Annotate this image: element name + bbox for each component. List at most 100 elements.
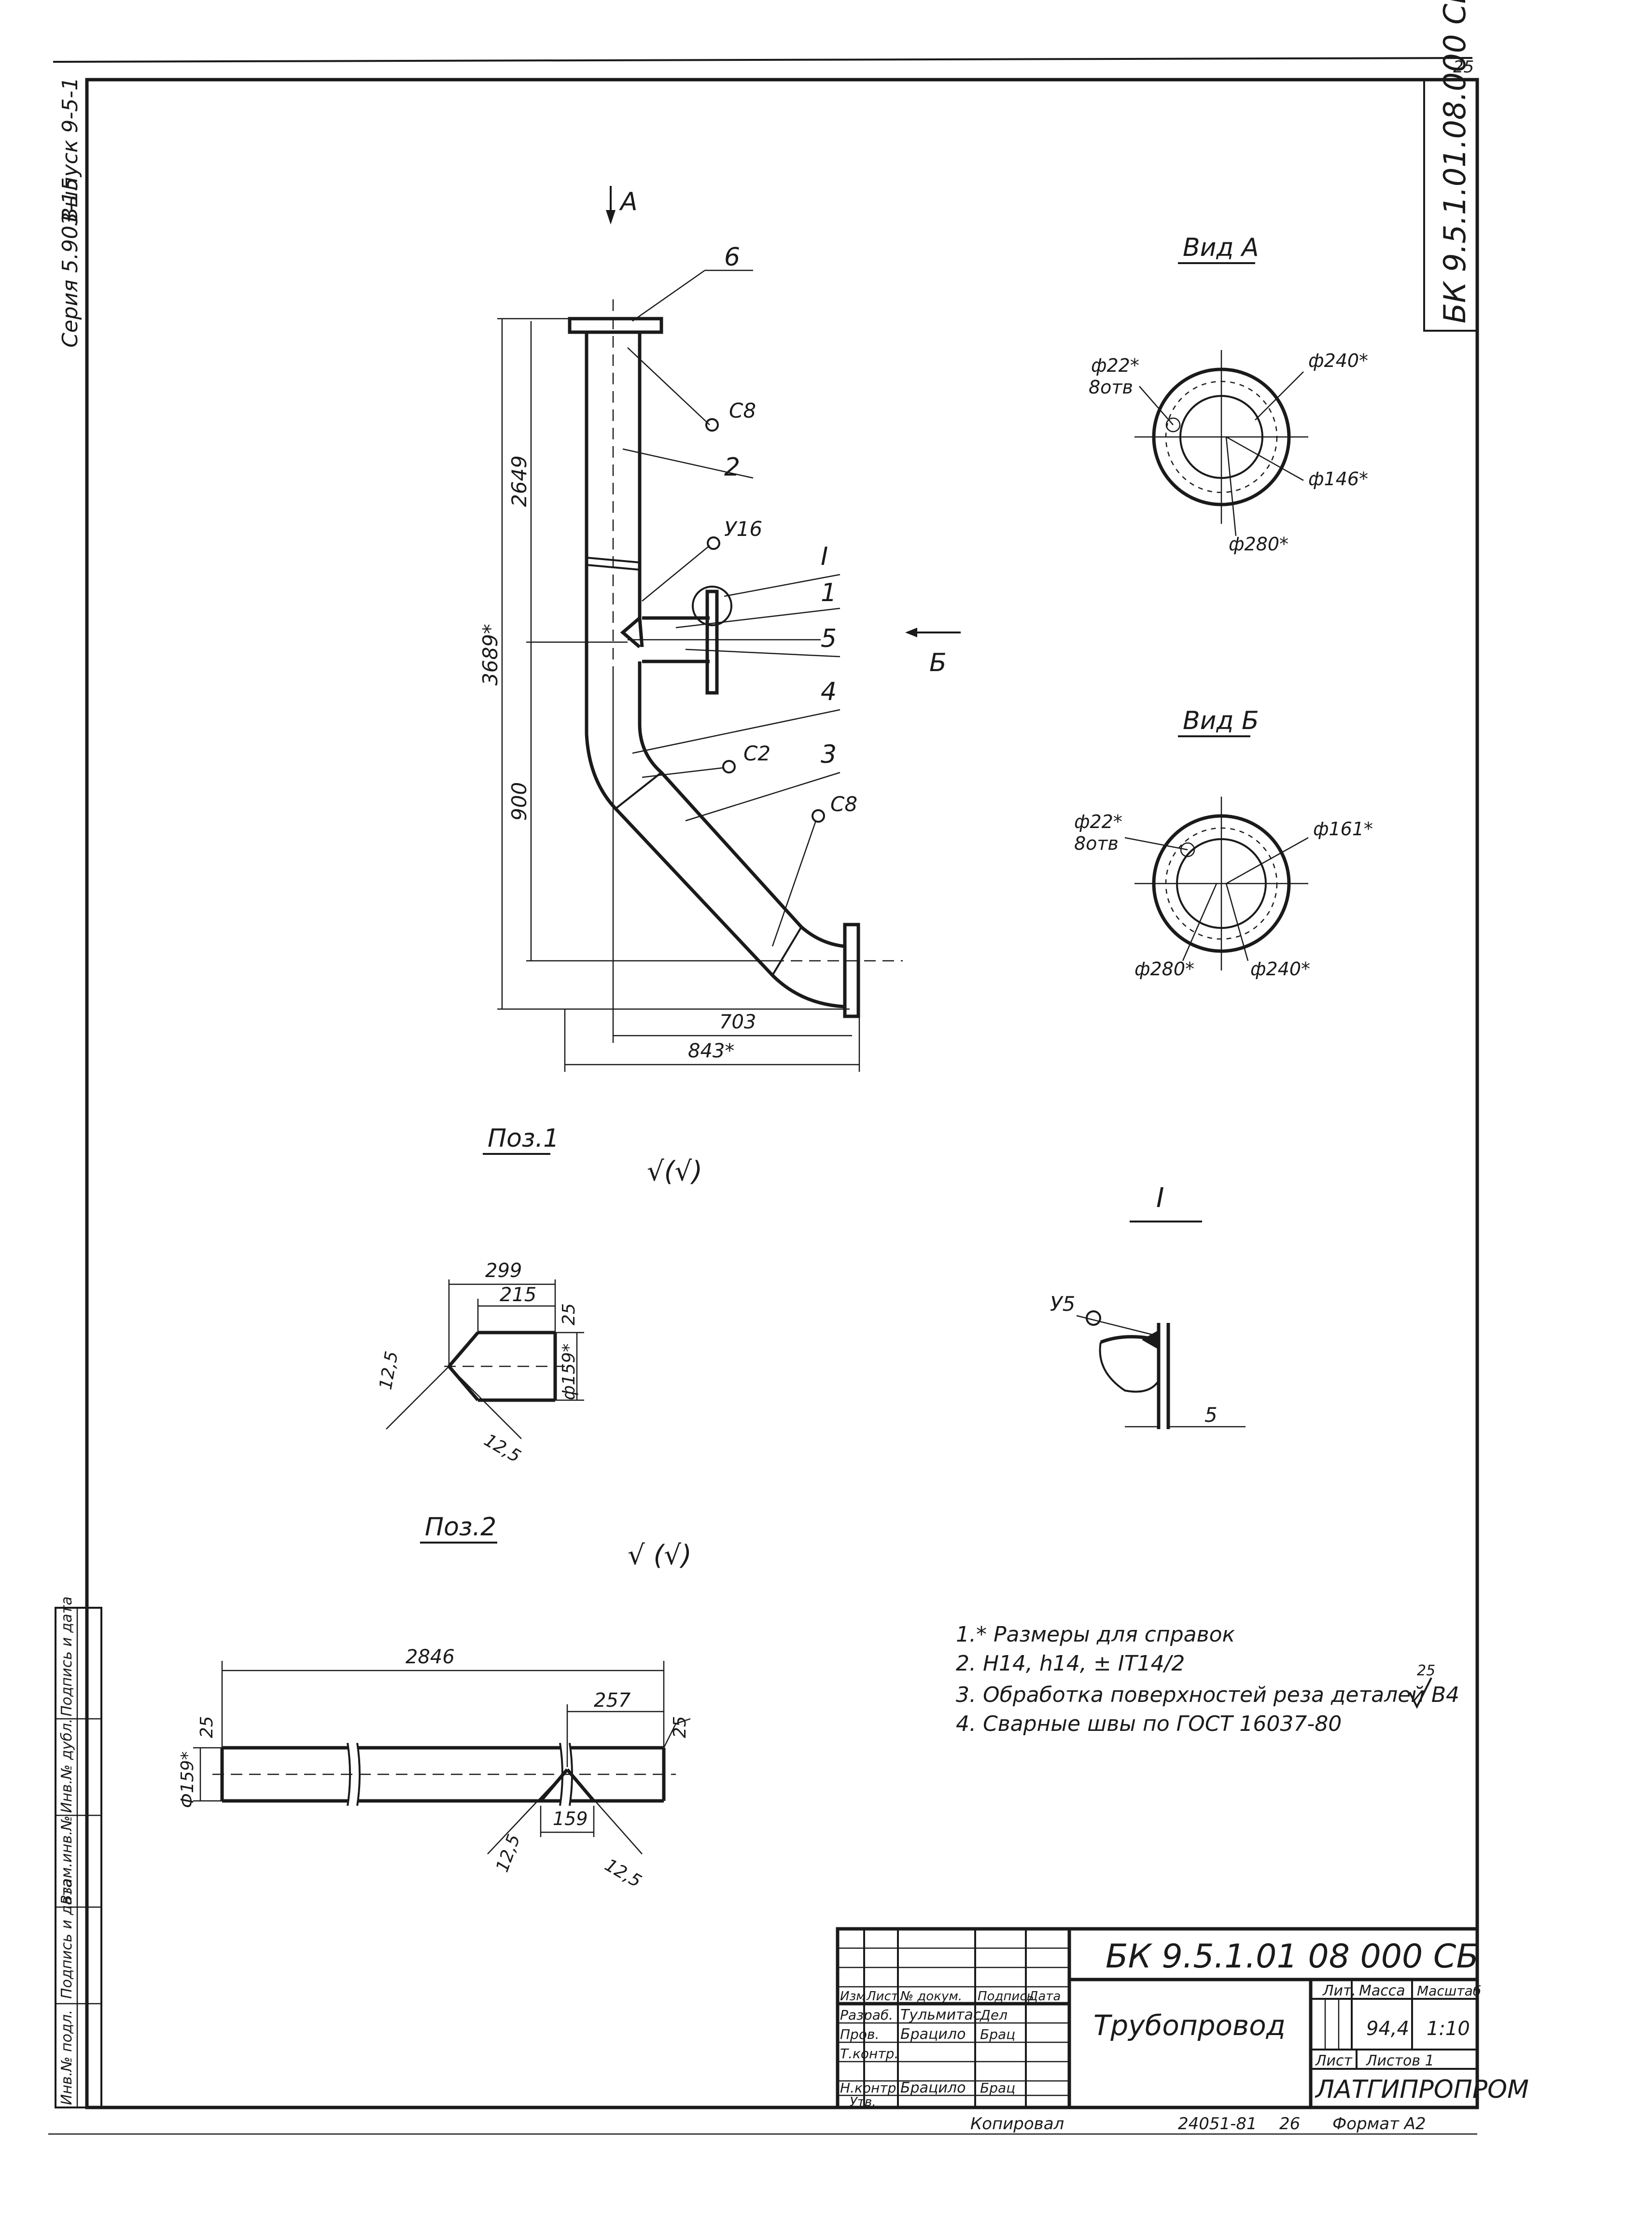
bottom-flange	[843, 923, 860, 1018]
tb-col-izm: Изм	[840, 1989, 866, 2004]
view-b-d240: ф240*	[1250, 958, 1310, 980]
roughness-check-icon	[1409, 1677, 1432, 1709]
pos-1: 1	[821, 578, 837, 607]
pos1-dim-215: 215	[500, 1284, 536, 1306]
tb-mass-label: Масса	[1359, 1982, 1405, 1999]
view-a-title: Вид А	[1183, 233, 1259, 262]
pos2-angle-right: 12,5	[602, 1855, 645, 1892]
detail-i-weld: У5	[1050, 1292, 1075, 1316]
view-b-hole: ф22*	[1074, 811, 1122, 832]
note-2: 2. Н14, h14, ± IT14/2	[956, 1651, 1185, 1676]
dim-843: 843*	[688, 1040, 734, 1062]
side-stamp: Инв.№ подл. Подпись и дата Взам.инв.№ Ин…	[55, 1597, 102, 2108]
tb-person-nkontr: Брацило	[900, 2079, 966, 2096]
vertical-designation: БК 9.5.1.01.08.000 СБ	[1437, 0, 1472, 323]
pos2-dim-159: 159	[553, 1808, 588, 1829]
tb-organization: ЛАТГИПРОПРОМ	[1315, 2075, 1529, 2104]
stamp-inv-dubl: Инв.№ дубл.	[58, 1718, 75, 1813]
stamp-podpis-2: Подпись и дата	[58, 1597, 75, 1717]
pos-3: 3	[821, 740, 837, 769]
drawing-frame	[85, 78, 1479, 2109]
title-block: Изм Лист № докум. Подпись Дата Разраб. П…	[836, 1927, 1529, 2109]
footer-doc: 24051-81	[1178, 2114, 1257, 2134]
pos1-r25: 25	[559, 1303, 579, 1325]
issue-label: Выпуск 9-5-1	[58, 77, 83, 222]
weld-c8-bottom: С8	[830, 792, 857, 816]
tb-lit-label: Лит.	[1322, 1982, 1356, 1999]
pos2-roughness: √ (√)	[628, 1540, 692, 1571]
view-b-d161: ф161*	[1313, 818, 1373, 840]
view-b-arrow-label: Б	[929, 648, 947, 677]
tb-role-tkontr: Т.контр.	[840, 2046, 898, 2062]
pos1-angle-left: 12,5	[376, 1350, 402, 1391]
pos2-dim-2846: 2846	[406, 1646, 455, 1668]
pos-2: 2	[724, 453, 740, 482]
view-a-d240: ф240*	[1308, 350, 1368, 371]
dim-703: 703	[719, 1011, 756, 1033]
tb-role-razrab: Разраб.	[840, 2007, 893, 2023]
tb-scale-label: Масштаб	[1417, 1983, 1481, 1999]
tb-name: Трубопровод	[1093, 2009, 1286, 2042]
note-1: 1.* Размеры для справок	[956, 1622, 1235, 1647]
detail-i-title: I	[1156, 1182, 1164, 1214]
footer-num: 26	[1279, 2114, 1300, 2134]
view-a-hole-count: 8отв	[1089, 377, 1133, 398]
tb-person-razrab: Тульмитас	[900, 2007, 981, 2023]
weld-y16: У16	[724, 517, 762, 541]
pos2-r25-left: 25	[197, 1716, 217, 1738]
designation-stamp-box	[1423, 79, 1478, 332]
tb-sheets-label: Листов 1	[1366, 2052, 1434, 2069]
series-label: Серия 5.903-15	[58, 177, 83, 348]
weld-c8-top: С8	[729, 399, 756, 422]
pos1-dim-299: 299	[485, 1260, 522, 1282]
pos-5: 5	[821, 624, 837, 653]
pos-i: I	[821, 542, 828, 571]
tb-col-sign: Подпись	[978, 1989, 1034, 2004]
stamp-podpis-1: Подпись и дата	[58, 1879, 75, 1999]
pos2-detail: Поз.2 √ (√) 2846 257 159 Ф159*	[178, 1513, 692, 1892]
tb-scale-value: 1:10	[1427, 2018, 1470, 2040]
pos2-dim-diam: Ф159*	[178, 1751, 197, 1808]
weld-c2: С2	[743, 742, 770, 765]
view-b-hole-count: 8отв	[1074, 833, 1119, 854]
tb-mass-value: 94,4	[1366, 2018, 1409, 2040]
tb-sign-prov: Брац	[980, 2026, 1015, 2042]
notes-roughness-value: 25	[1417, 1662, 1435, 1679]
view-a: Вид А ф22* 8отв ф240* ф146* ф280*	[1089, 233, 1368, 555]
top-flange	[568, 317, 663, 334]
tb-role-utv: Утв.	[850, 2095, 876, 2109]
pos2-r25-right: 25	[670, 1716, 690, 1738]
page-number: 25	[1453, 57, 1474, 77]
pos-6: 6	[724, 243, 740, 272]
tb-col-doc: № докум.	[899, 1989, 962, 2004]
stamp-inv-podl: Инв.№ подл.	[58, 2010, 75, 2105]
detail-i: I У5 5	[1050, 1182, 1246, 1429]
detail-i-circle	[692, 586, 732, 626]
pos-4: 4	[821, 677, 837, 706]
tb-person-prov: Брацило	[900, 2026, 966, 2043]
view-a-hole: ф22*	[1091, 355, 1139, 376]
tb-sign-razrab: Дел	[979, 2007, 1008, 2023]
tb-designation: БК 9.5.1.01 08 000 СБ	[1106, 1938, 1479, 1976]
dim-900: 900	[507, 782, 531, 821]
pos2-title: Поз.2	[425, 1513, 496, 1542]
pos1-detail: Поз.1 √(√) 299 215 ф159* 25 12,5 12,5	[376, 1124, 702, 1467]
tb-col-list: Лист	[866, 1989, 899, 2004]
detail-i-dim-5: 5	[1204, 1403, 1218, 1427]
footer-line: Копировал 24051-81 26 Формат А2	[970, 2114, 1426, 2134]
view-b-title: Вид Б	[1183, 706, 1259, 735]
stamp-vzam-inv: Взам.инв.№	[58, 1815, 75, 1905]
main-view: А 6 С8 2 У16	[478, 186, 961, 1072]
pos1-dim-diam: ф159*	[559, 1344, 579, 1401]
tb-role-prov: Пров.	[840, 2026, 879, 2042]
technical-notes: 1.* Размеры для справок 2. Н14, h14, ± I…	[956, 1622, 1459, 1736]
pos1-title: Поз.1	[488, 1124, 559, 1153]
tb-col-date: Дата	[1028, 1989, 1061, 2004]
pos2-angle-left: 12,5	[492, 1832, 524, 1875]
note-3: 3. Обработка поверхностей реза деталей В…	[956, 1683, 1459, 1707]
pos2-dim-257: 257	[594, 1689, 631, 1712]
top-edge-line	[53, 57, 1473, 63]
view-b-d280: ф280*	[1134, 958, 1194, 980]
arrow-a-label: А	[619, 187, 638, 216]
